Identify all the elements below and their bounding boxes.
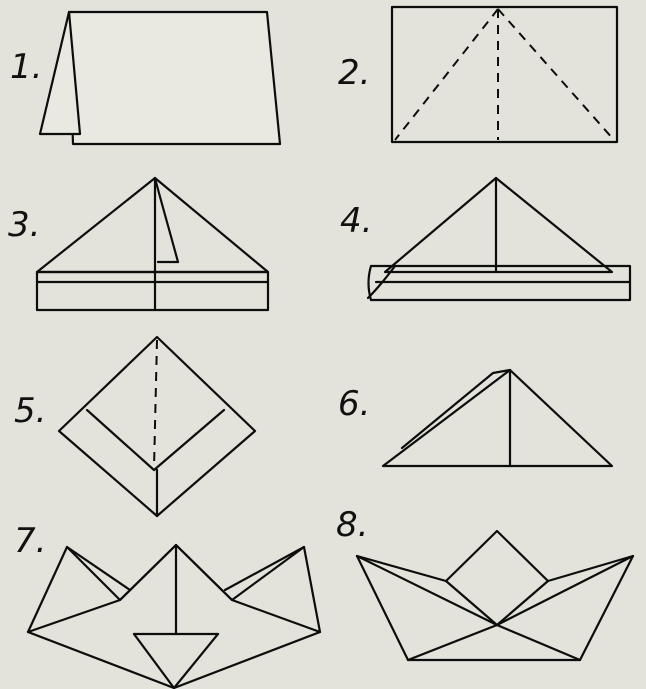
step-7-label: 7. [14,521,46,561]
step-6-label: 6. [338,384,370,424]
step-8-label: 8. [336,505,368,545]
step-3-label: 3. [8,205,40,245]
step-2-label: 2. [338,53,370,93]
step-5-label: 5. [14,391,46,431]
step-1-label: 1. [10,47,42,87]
folded-sheet [69,12,280,144]
step-1-figure [40,12,280,144]
step-4-label: 4. [340,201,372,241]
